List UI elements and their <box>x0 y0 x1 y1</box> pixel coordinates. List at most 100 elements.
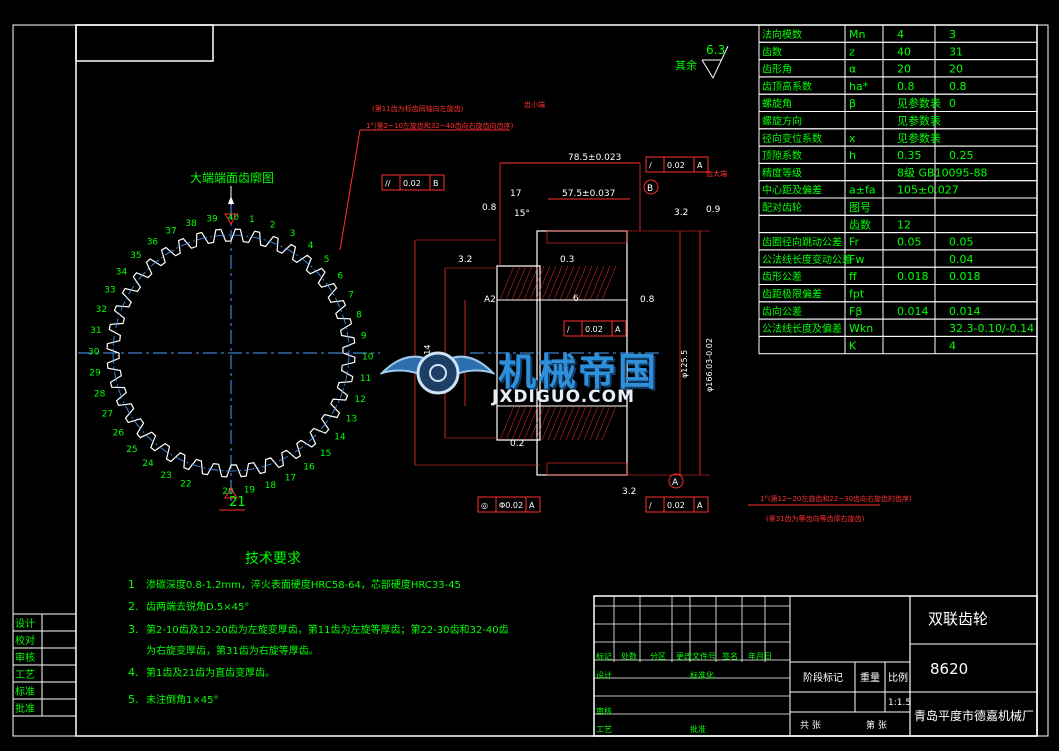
hatch-line <box>523 265 539 301</box>
hatch-line <box>577 265 593 301</box>
section-view: 78.5±0.023 57.5±0.037 17 15° 0.8 6 3.2 0… <box>339 100 912 523</box>
datum-a-circle <box>668 473 684 489</box>
dimension-extension-lines <box>414 163 710 476</box>
hatch-line <box>529 265 545 301</box>
tol-cell <box>525 496 541 513</box>
param-cell: 0.04 <box>949 253 974 266</box>
param-cell: 0.8 <box>897 80 915 93</box>
hatch-line <box>511 405 527 441</box>
tooth-number: 29 <box>89 369 101 379</box>
tb-row-label: 审核 <box>596 706 612 716</box>
hatch-line <box>505 265 521 301</box>
watermark-subtitle: JXDIGUO.COM <box>492 387 636 407</box>
tb-header-cell: 年月日 <box>748 651 772 661</box>
param-cell: 8级 GB10095-88 <box>897 166 988 179</box>
tech-num: 2. <box>128 600 139 613</box>
dim-08a: 0.8 <box>482 203 497 213</box>
param-cell: 精度等级 <box>762 166 802 179</box>
tol-text: 0.02 <box>585 325 603 334</box>
roughness-other-label: 其余 <box>675 58 697 72</box>
gear-view-title: 大端端面齿廓图 <box>190 170 274 185</box>
sign-label: 标准 <box>15 686 35 698</box>
tech-text: 为右旋变厚齿，第31齿为右旋等厚齿。 <box>146 644 319 657</box>
tooth-number: 25 <box>126 445 137 455</box>
dim-phi166: φ166.03-0.02 <box>705 338 714 392</box>
roughness-symbol <box>701 45 729 80</box>
tooth-number: 5 <box>324 255 330 265</box>
param-cell: fpt <box>849 288 865 301</box>
tol-text: A <box>697 501 703 510</box>
tooth-number: 13 <box>346 415 357 425</box>
inner-frame <box>75 24 1038 737</box>
roughness-other: 其余 6.3 <box>675 43 729 80</box>
tooth-number: 7 <box>348 290 354 300</box>
tooth-number: 27 <box>102 410 113 420</box>
title-block-frame <box>593 595 1038 737</box>
tol-text: 0.02 <box>403 179 421 188</box>
param-cell: 105±0.027 <box>897 184 959 197</box>
tooth-number: 19 <box>244 486 256 496</box>
tol-text: Φ0.02 <box>499 501 523 510</box>
hatch-line <box>571 405 587 441</box>
param-cell: 公法线长度及偏差 <box>762 322 842 335</box>
tech-text: 渗碳深度0.8-1.2mm，淬火表面硬度HRC58-64，芯部硬度HRC33-4… <box>146 578 461 591</box>
tb-scale: 1:1.5 <box>888 698 911 708</box>
hatch-line <box>547 405 563 441</box>
gear-teeth-hatch-bot <box>546 462 628 476</box>
tol-text: 0.02 <box>667 161 685 170</box>
tb-row-label: 批准 <box>690 724 706 734</box>
param-cell: 顶隙系数 <box>762 149 802 162</box>
param-cell: 见参数表 <box>897 96 941 110</box>
dim-32b: 3.2 <box>674 208 688 218</box>
title-block: 标记处数分区更改文件号签名年月日设计标准化审核工艺批准阶段标记重量比例1:1.5… <box>593 595 1038 737</box>
tol-text: A <box>615 325 621 334</box>
hatch-line <box>499 265 515 301</box>
tol-text: 0.02 <box>667 501 685 510</box>
param-cell: 齿形角 <box>762 64 792 76</box>
tooth-number: 30 <box>88 347 100 357</box>
tooth-number: 9 <box>361 331 367 341</box>
param-cell: 中心距及偏差 <box>762 184 822 197</box>
param-cell: 齿顶高系数 <box>762 80 812 93</box>
tooth-number: 15 <box>320 449 331 459</box>
hatch-line <box>601 405 617 441</box>
param-cell: 0.25 <box>949 149 974 162</box>
tb-header-cell: 签名 <box>722 651 738 661</box>
param-cell: Wkn <box>849 322 873 335</box>
tooth-number: 40 <box>228 213 240 223</box>
hatch-line <box>535 405 551 441</box>
tol-text: // <box>385 179 391 188</box>
tooth-number: 22 <box>180 479 191 489</box>
dim-a2: A2 <box>484 295 496 305</box>
param-cell: 4 <box>949 339 956 352</box>
hatch-line <box>529 405 545 441</box>
tooth-number: 26 <box>113 428 125 438</box>
param-cell: 32.3-0.10/-0.14 <box>949 322 1034 335</box>
param-cell: 31 <box>949 45 963 58</box>
param-cell: 图号 <box>849 201 871 214</box>
tb-row-label: 工艺 <box>596 725 612 734</box>
hatch-line <box>505 405 521 441</box>
tol-text: B <box>433 179 439 188</box>
param-cell: h <box>849 149 856 162</box>
tb-weight: 重量 <box>860 671 880 684</box>
dim-17: 17 <box>510 189 521 199</box>
gear-teeth-hatch-top <box>546 230 628 244</box>
tb-ratio: 比例 <box>888 671 908 684</box>
note-4: 齿大端 <box>706 169 727 178</box>
param-cell: 螺旋角 <box>762 97 792 110</box>
param-cell: 齿向公差 <box>762 305 802 318</box>
tol-cell <box>611 320 627 337</box>
hatch-line <box>517 405 533 441</box>
tooth-number: 12 <box>354 395 365 405</box>
dim-03: 0.3 <box>560 255 574 265</box>
param-cell: 20 <box>949 63 963 76</box>
param-cell: 齿数 <box>762 45 782 58</box>
tooth-number: 24 <box>142 459 154 469</box>
watermark-title: 机械帝国 <box>498 350 659 394</box>
tb-header-cell: 标记 <box>596 651 612 661</box>
roughness-other-value: 6.3 <box>706 43 725 57</box>
